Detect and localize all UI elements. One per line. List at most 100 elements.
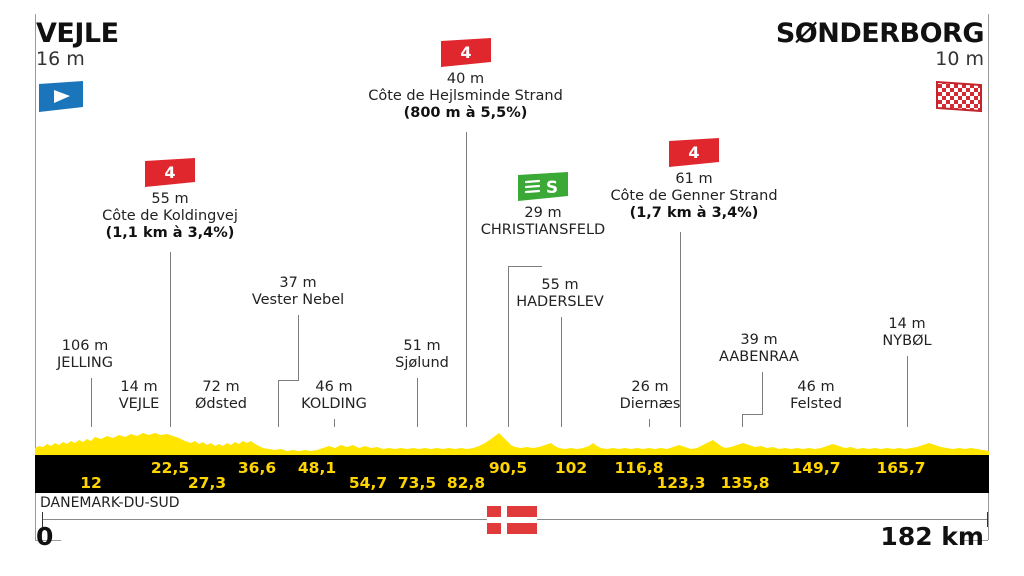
leader-line-genner (680, 232, 681, 427)
climb-altitude: 55 m (151, 191, 189, 207)
tick-nybol (907, 427, 909, 457)
climb-altitude: 61 m (675, 171, 713, 187)
town-name: KOLDING (301, 396, 367, 413)
town-label-kolding: 46 m KOLDING (289, 379, 379, 413)
climb-name: Côte de Koldingvej (102, 208, 238, 225)
town-altitude: 37 m (279, 275, 317, 291)
km-mark: 90,5 (488, 459, 528, 477)
leader-line-vester-nebel-drop (278, 380, 279, 427)
town-altitude: 106 m (61, 338, 109, 354)
climb-marker-hejlsminde-strand: 4 40 m Côte de Hejlsminde Strand (800 m … (358, 38, 573, 122)
danish-flag-icon (487, 506, 537, 538)
tick-kolding (334, 427, 336, 457)
town-name: Ødsted (195, 396, 247, 413)
finish-town-block: SØNDERBORG 10 m (776, 20, 985, 114)
axis-start-cap (42, 512, 43, 527)
checkered-flag-icon (776, 80, 984, 114)
town-label-diernaes: 26 m Diernæs (609, 379, 691, 413)
town-altitude: 72 m (202, 379, 240, 395)
town-altitude: 26 m (631, 379, 669, 395)
km-mark: 48,1 (297, 459, 337, 477)
climb-altitude: 40 m (446, 71, 485, 87)
town-altitude: 51 m (403, 338, 441, 354)
town-name: VEJLE (118, 396, 160, 413)
axis-start-label: 0 (36, 522, 54, 551)
sprint-altitude: 29 m (524, 205, 562, 221)
town-label-sjolund: 51 m Sjølund (379, 338, 465, 372)
km-mark: 12 (80, 474, 102, 492)
tick-odsted (221, 427, 223, 457)
tick-sjolund (417, 427, 419, 457)
climb-detail: (1,7 km à 3,4%) (629, 205, 759, 222)
leader-line-aabenraa-drop (742, 414, 743, 427)
sprint-marker-christiansfeld: S 29 m CHRISTIANSFELD (470, 172, 616, 239)
tick-haderslev (561, 427, 563, 457)
distance-bar: 12 22,5 27,3 36,6 48,1 54,7 73,5 82,8 90… (35, 455, 989, 493)
town-altitude: 46 m (797, 379, 835, 395)
tick-felsted (816, 427, 818, 457)
km-mark: 102 (554, 459, 588, 477)
region-label: DANEMARK-DU-SUD (40, 495, 180, 511)
km-mark: 135,8 (720, 474, 770, 492)
km-mark: 73,5 (397, 474, 437, 492)
tick-christiansfeld (508, 427, 510, 457)
town-altitude: 55 m (541, 277, 579, 293)
leader-elbow-aabenraa (742, 414, 763, 415)
climb-category-flag-icon: 4 (438, 38, 494, 68)
start-vertical-rule (35, 14, 36, 474)
tick-genner (680, 427, 682, 457)
climb-name: Côte de Hejlsminde Strand (368, 88, 563, 105)
leader-line-aabenraa (762, 372, 763, 414)
elevation-profile-area (35, 415, 989, 457)
start-town-block: VEJLE 16 m (36, 20, 119, 114)
km-mark: 116,8 (614, 459, 664, 477)
town-label-haderslev: 55 m HADERSLEV (512, 277, 608, 311)
tick-diernaes (649, 427, 651, 457)
leader-line-jelling (91, 378, 92, 427)
km-mark: 36,6 (237, 459, 277, 477)
climb-detail: (800 m à 5,5%) (403, 105, 528, 122)
town-label-jelling: 106 m JELLING (28, 338, 142, 372)
km-mark: 82,8 (446, 474, 486, 492)
town-label-vester-nebel: 37 m Vester Nebel (243, 275, 353, 309)
town-label-felsted: 46 m Felsted (778, 379, 854, 413)
leader-line-vester-nebel (298, 315, 299, 380)
tick-aabenraa (742, 427, 744, 457)
km-mark: 27,3 (187, 474, 227, 492)
leader-elbow-christiansfeld (508, 266, 542, 267)
town-name: NYBØL (882, 333, 932, 350)
town-name: Sjølund (395, 355, 449, 372)
town-label-aabenraa: 39 m AABENRAA (709, 332, 809, 366)
elevation-profile-svg (35, 433, 989, 457)
tick-hejlsminde (466, 427, 468, 457)
climb-marker-genner-strand: 4 61 m Côte de Genner Strand (1,7 km à 3… (597, 138, 791, 222)
sprint-letter: S (546, 178, 558, 198)
climb-category-number: 4 (688, 143, 699, 162)
km-mark: 54,7 (348, 474, 388, 492)
climb-category-number: 4 (164, 163, 175, 182)
town-label-odsted: 72 m Ødsted (182, 379, 260, 413)
town-name: HADERSLEV (516, 294, 604, 311)
footer-right-rule (988, 493, 989, 540)
sprint-name: CHRISTIANSFELD (480, 222, 606, 239)
start-town-altitude: 16 m (36, 48, 85, 70)
leader-line-nybol (907, 356, 908, 427)
town-name: JELLING (57, 355, 113, 372)
leader-line-haderslev (561, 317, 562, 427)
axis-end-label: 182 km (880, 522, 984, 551)
climb-detail: (1,1 km à 3,4%) (105, 225, 235, 242)
town-altitude: 39 m (740, 332, 778, 348)
leader-line-koldingvej (170, 252, 171, 427)
axis-end-cap (987, 512, 988, 527)
leader-line-hejlsminde (466, 132, 467, 427)
km-mark: 165,7 (876, 459, 926, 477)
finish-vertical-rule (988, 14, 989, 474)
km-mark: 123,3 (656, 474, 706, 492)
tick-vester-nebel (278, 427, 280, 457)
finish-town-altitude: 10 m (935, 48, 984, 70)
footer-left-rule (35, 493, 36, 540)
km-mark: 22,5 (150, 459, 190, 477)
climb-category-number: 4 (460, 43, 471, 62)
climb-name: Côte de Genner Strand (610, 188, 778, 205)
